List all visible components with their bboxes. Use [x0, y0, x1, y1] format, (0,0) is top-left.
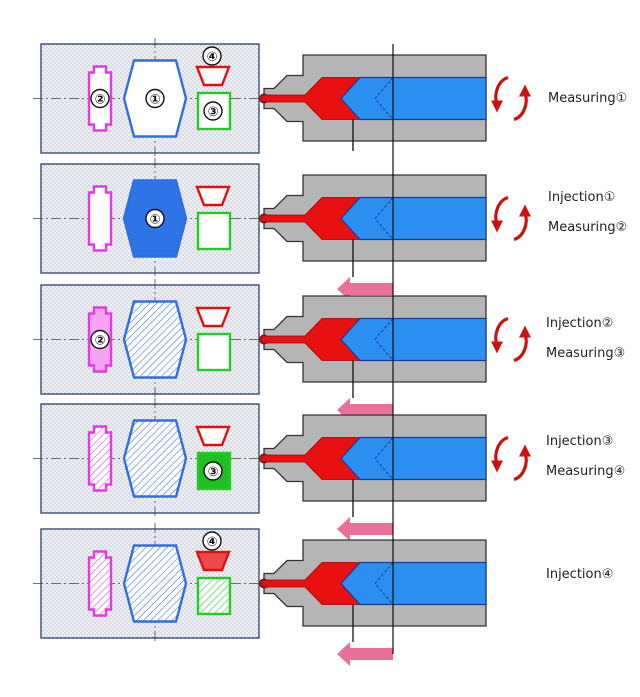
injection-direction-arrow-icon: [337, 277, 393, 301]
svg-text:①: ①: [149, 93, 160, 108]
screw-tip-outline: [374, 562, 394, 605]
svg-text:②: ②: [94, 334, 105, 349]
rotation-icon: [491, 316, 531, 363]
cavity-3: [196, 576, 232, 616]
screw-tip-outline: [374, 318, 394, 361]
cavity-3: [196, 211, 232, 251]
cavity-2-number-icon: ②: [90, 88, 110, 109]
cavity-1-number-icon: ①: [145, 88, 165, 109]
screw: [340, 196, 487, 241]
svg-text:①: ①: [149, 213, 160, 228]
svg-text:④: ④: [206, 50, 217, 65]
stage-1: ② ① ④ ③: [33, 38, 531, 159]
screw: [340, 561, 487, 606]
rotation-icon: [491, 435, 531, 482]
stage-5: ④: [33, 523, 487, 666]
cavity-1-number-icon: ①: [145, 208, 165, 229]
stage-4-label-2: Measuring④: [546, 464, 626, 479]
cavity-2: [87, 550, 113, 617]
stage-5-label-1: Injection④: [546, 567, 614, 582]
cavity-3-number-icon: ③: [203, 461, 223, 481]
stage-3-label-2: Measuring③: [546, 346, 626, 361]
screw-tip-outline: [374, 437, 394, 480]
cavity-2: [87, 425, 113, 492]
stage-3: ②: [33, 279, 531, 422]
screw-tip-outline: [374, 77, 394, 120]
cavity-2: [87, 185, 113, 252]
screw: [340, 317, 487, 362]
cavity-4: [195, 185, 231, 207]
cavity-4: [195, 550, 231, 572]
stage-3-label-1: Injection②: [546, 316, 614, 331]
screw: [340, 436, 487, 481]
cavity-1: [122, 419, 188, 498]
screw: [340, 76, 487, 121]
screw-tip-outline: [374, 197, 394, 240]
svg-text:③: ③: [207, 105, 218, 120]
cavity-4-number-icon: ④: [202, 531, 222, 551]
cavity-3-number-icon: ③: [203, 101, 223, 121]
cavity-4: [195, 425, 231, 447]
cavity-3: [196, 332, 232, 372]
injection-direction-arrow-icon: [337, 642, 393, 666]
svg-text:③: ③: [207, 465, 218, 480]
cavity-4-number-icon: ④: [202, 46, 222, 66]
cavity-4: [195, 65, 231, 87]
cavity-1: [122, 544, 188, 623]
stage-2-label-1: Injection①: [548, 190, 616, 205]
rotation-icon: [491, 75, 531, 122]
stage-2: ①: [33, 158, 531, 301]
cavity-4: [195, 306, 231, 328]
svg-text:②: ②: [94, 93, 105, 108]
stage-2-label-2: Measuring②: [548, 220, 628, 235]
cavity-1: [122, 300, 188, 379]
rotation-icon: [491, 195, 531, 242]
stage-4-label-1: Injection③: [546, 434, 614, 449]
stage-1-label-1: Measuring①: [548, 91, 628, 106]
injection-direction-arrow-icon: [337, 517, 393, 541]
svg-text:④: ④: [206, 535, 217, 550]
cavity-2-number-icon: ②: [90, 329, 110, 350]
stage-4: ③: [33, 398, 531, 541]
